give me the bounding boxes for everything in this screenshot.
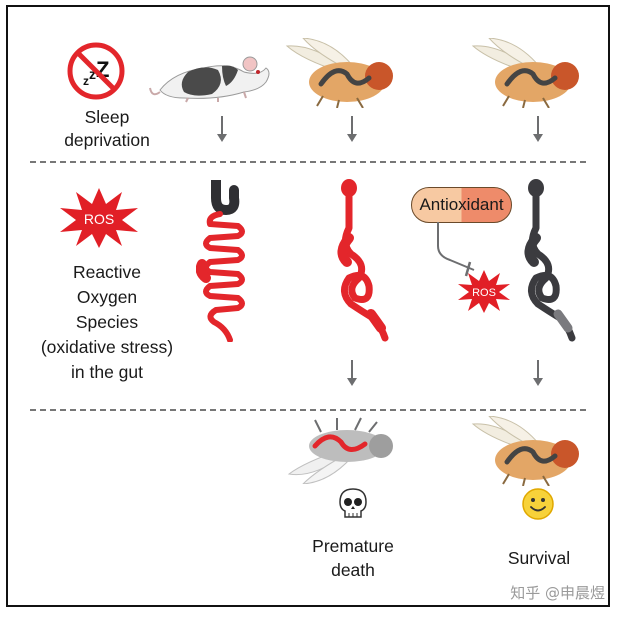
ros-label-line1: Reactive [72,262,142,282]
svg-text:z: z [83,74,89,88]
ros-burst-icon: ROS [60,188,138,248]
no-sleep-icon: z z Z [67,42,125,100]
skull-icon [339,488,367,518]
ros-label-line4: (oxidative stress) [40,337,174,357]
watermark: 知乎 @申晨煜 [510,584,605,602]
down-arrow-5 [533,360,543,386]
mouse-illustration [149,56,270,103]
section-divider-1 [30,161,586,163]
inhibition-arrow [437,222,475,277]
down-arrow-1 [217,116,227,142]
section-divider-2 [30,409,586,411]
ros-label-line3: Species [75,312,139,332]
svg-text:z: z [89,66,96,82]
gut-illustration-fly-protected [524,179,576,342]
fly-illustration-2 [471,38,579,108]
fly-illustration-3 [471,416,579,486]
sleep-label-line1: Sleep [84,107,130,127]
sleep-label-line2: deprivation [64,130,150,150]
premature-death-label-line2: death [331,560,375,580]
survival-label: Survival [507,548,571,568]
dead-fly-illustration [287,417,393,484]
smiley-face-icon [522,488,554,520]
gut-illustration-mouse [196,180,245,342]
down-arrow-4 [347,360,357,386]
premature-death-label-line1: Premature [312,536,394,556]
ros-badge-text: ROS [84,211,114,227]
antioxidant-pill: Antioxidant [411,187,512,223]
ros-label-line2: Oxygen [76,287,138,307]
ros-small-text: ROS [472,287,496,299]
down-arrow-3 [533,116,543,142]
down-arrow-2 [347,116,357,142]
gut-illustration-fly-stressed [337,179,389,342]
fly-illustration-1 [285,38,393,108]
ros-label-line5: in the gut [71,362,143,382]
figure-frame [6,5,610,607]
ros-small-burst-icon: ROS [458,270,510,313]
